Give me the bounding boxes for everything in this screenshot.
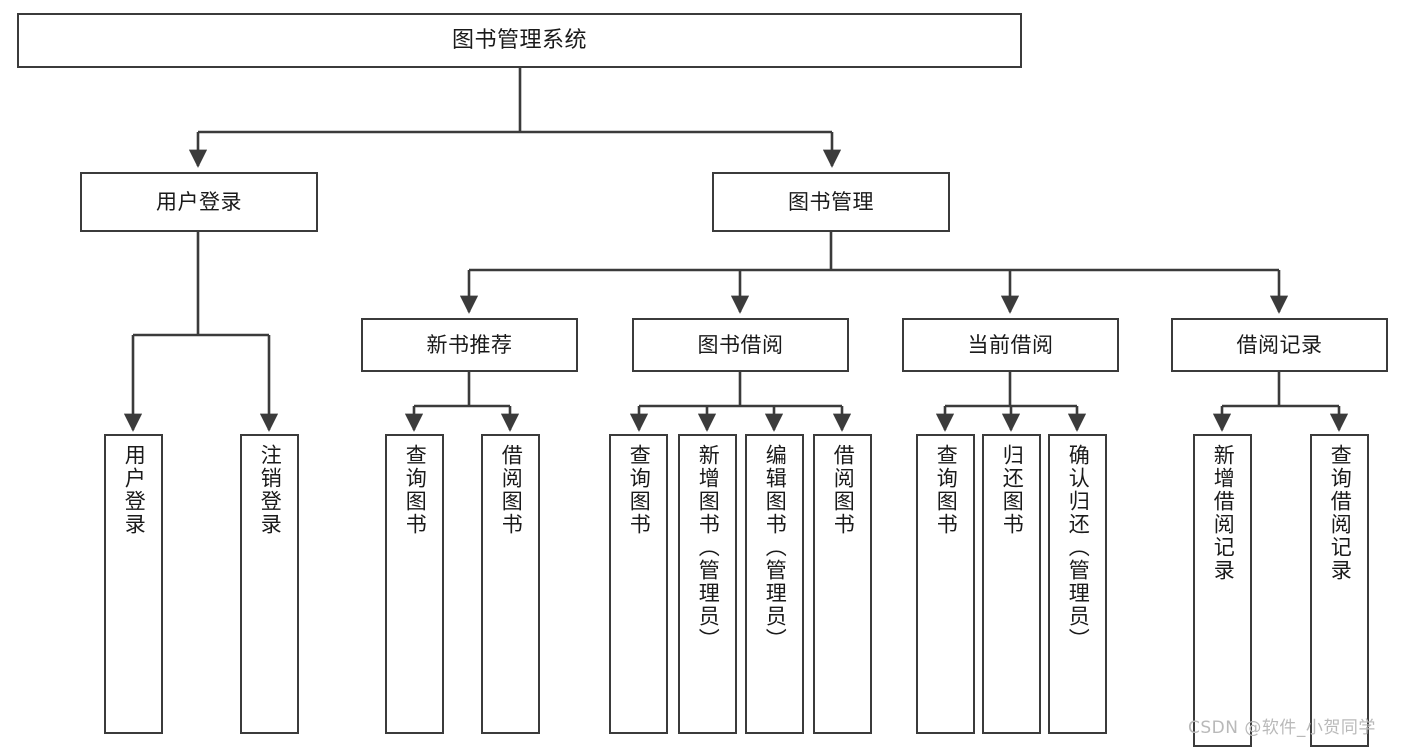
node-leaf-logout[interactable]: 注销登录 xyxy=(240,434,299,734)
node-leaf-confirm-return[interactable]: 确认归还（管理员） xyxy=(1048,434,1107,734)
node-leaf-query-book-1-label: 查询图书 xyxy=(403,444,428,536)
node-leaf-add-book[interactable]: 新增图书（管理员） xyxy=(678,434,737,734)
node-book-borrow[interactable]: 图书借阅 xyxy=(632,318,849,372)
node-leaf-borrow-book-1-label: 借阅图书 xyxy=(499,444,524,536)
node-leaf-query-book-2[interactable]: 查询图书 xyxy=(609,434,668,734)
node-leaf-query-book-2-label: 查询图书 xyxy=(627,444,652,536)
node-leaf-borrow-book-2[interactable]: 借阅图书 xyxy=(813,434,872,734)
node-leaf-query-record[interactable]: 查询借阅记录 xyxy=(1310,434,1369,747)
node-leaf-user-login[interactable]: 用户登录 xyxy=(104,434,163,734)
node-new-book-rec[interactable]: 新书推荐 xyxy=(361,318,578,372)
node-leaf-return-book[interactable]: 归还图书 xyxy=(982,434,1041,734)
node-leaf-add-book-label: 新增图书（管理员） xyxy=(696,444,721,651)
node-borrow-record-label: 借阅记录 xyxy=(1236,332,1323,357)
node-root[interactable]: 图书管理系统 xyxy=(17,13,1022,68)
node-user-login-label: 用户登录 xyxy=(156,189,242,214)
node-leaf-borrow-book-1[interactable]: 借阅图书 xyxy=(481,434,540,734)
node-leaf-add-record-label: 新增借阅记录 xyxy=(1211,444,1236,582)
node-leaf-query-book-1[interactable]: 查询图书 xyxy=(385,434,444,734)
node-leaf-return-book-label: 归还图书 xyxy=(1000,444,1025,536)
node-book-borrow-label: 图书借阅 xyxy=(697,332,784,357)
node-leaf-logout-label: 注销登录 xyxy=(258,444,283,536)
node-current-borrow-label: 当前借阅 xyxy=(967,332,1054,357)
node-book-manage-label: 图书管理 xyxy=(788,189,874,214)
node-root-label: 图书管理系统 xyxy=(451,27,587,53)
node-leaf-query-record-label: 查询借阅记录 xyxy=(1328,444,1353,582)
node-leaf-confirm-return-label: 确认归还（管理员） xyxy=(1066,444,1091,651)
node-leaf-edit-book-label: 编辑图书（管理员） xyxy=(763,444,788,651)
node-new-book-rec-label: 新书推荐 xyxy=(426,332,513,357)
node-leaf-add-record[interactable]: 新增借阅记录 xyxy=(1193,434,1252,747)
node-book-manage[interactable]: 图书管理 xyxy=(712,172,950,232)
node-leaf-edit-book[interactable]: 编辑图书（管理员） xyxy=(745,434,804,734)
node-current-borrow[interactable]: 当前借阅 xyxy=(902,318,1119,372)
node-user-login[interactable]: 用户登录 xyxy=(80,172,318,232)
node-borrow-record[interactable]: 借阅记录 xyxy=(1171,318,1388,372)
watermark-text: CSDN @软件_小贺同学 xyxy=(1188,718,1376,738)
node-leaf-query-book-3-label: 查询图书 xyxy=(934,444,959,536)
node-leaf-user-login-label: 用户登录 xyxy=(122,444,147,536)
node-leaf-borrow-book-2-label: 借阅图书 xyxy=(831,444,856,536)
node-leaf-query-book-3[interactable]: 查询图书 xyxy=(916,434,975,734)
